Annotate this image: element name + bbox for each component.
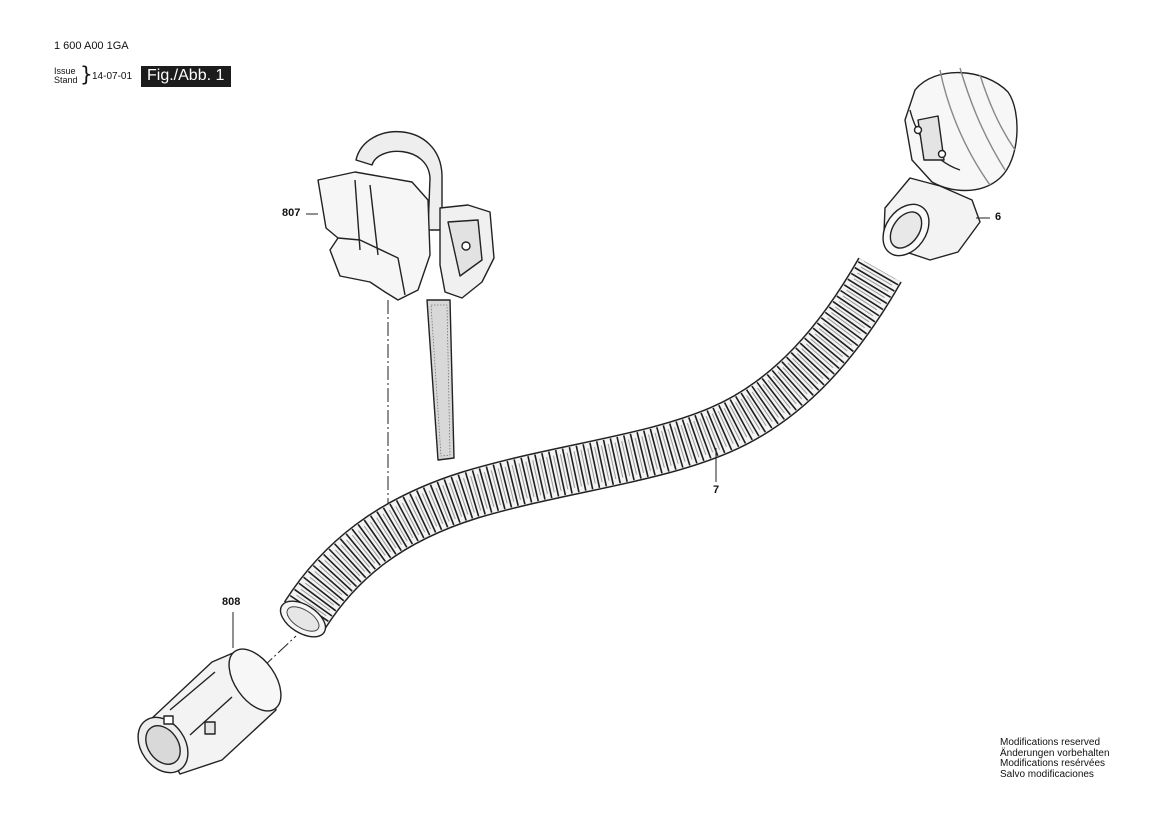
part-number: 1 600 A00 1GA — [54, 40, 129, 52]
adapter-part — [137, 648, 282, 775]
stand-label: Stand — [54, 75, 78, 85]
notice-line: Änderungen vorbehalten — [1000, 747, 1110, 759]
callout-6: 6 — [995, 211, 1002, 223]
hose-part — [279, 257, 902, 638]
callout-807: 807 — [282, 207, 301, 219]
hose-clip-part — [317, 131, 495, 461]
issue-stand-label: Issue Stand — [54, 67, 78, 85]
notice-line: Salvo modificaciones — [1000, 768, 1094, 780]
callout-7: 7 — [713, 484, 720, 496]
notice-line: Modifications reserved — [1000, 737, 1101, 748]
modifications-notice: Modifications reserved Änderungen vorbeh… — [1000, 737, 1110, 780]
issue-label: Issue — [54, 66, 76, 76]
brace-glyph: } — [80, 62, 93, 86]
figure-label: Fig./Abb. 1 — [141, 66, 232, 87]
nozzle-part — [882, 67, 1018, 261]
issue-date: 14-07-01 — [92, 71, 133, 82]
callout-808: 808 — [222, 596, 241, 608]
notice-line: Modifications resérvées — [1000, 758, 1106, 769]
